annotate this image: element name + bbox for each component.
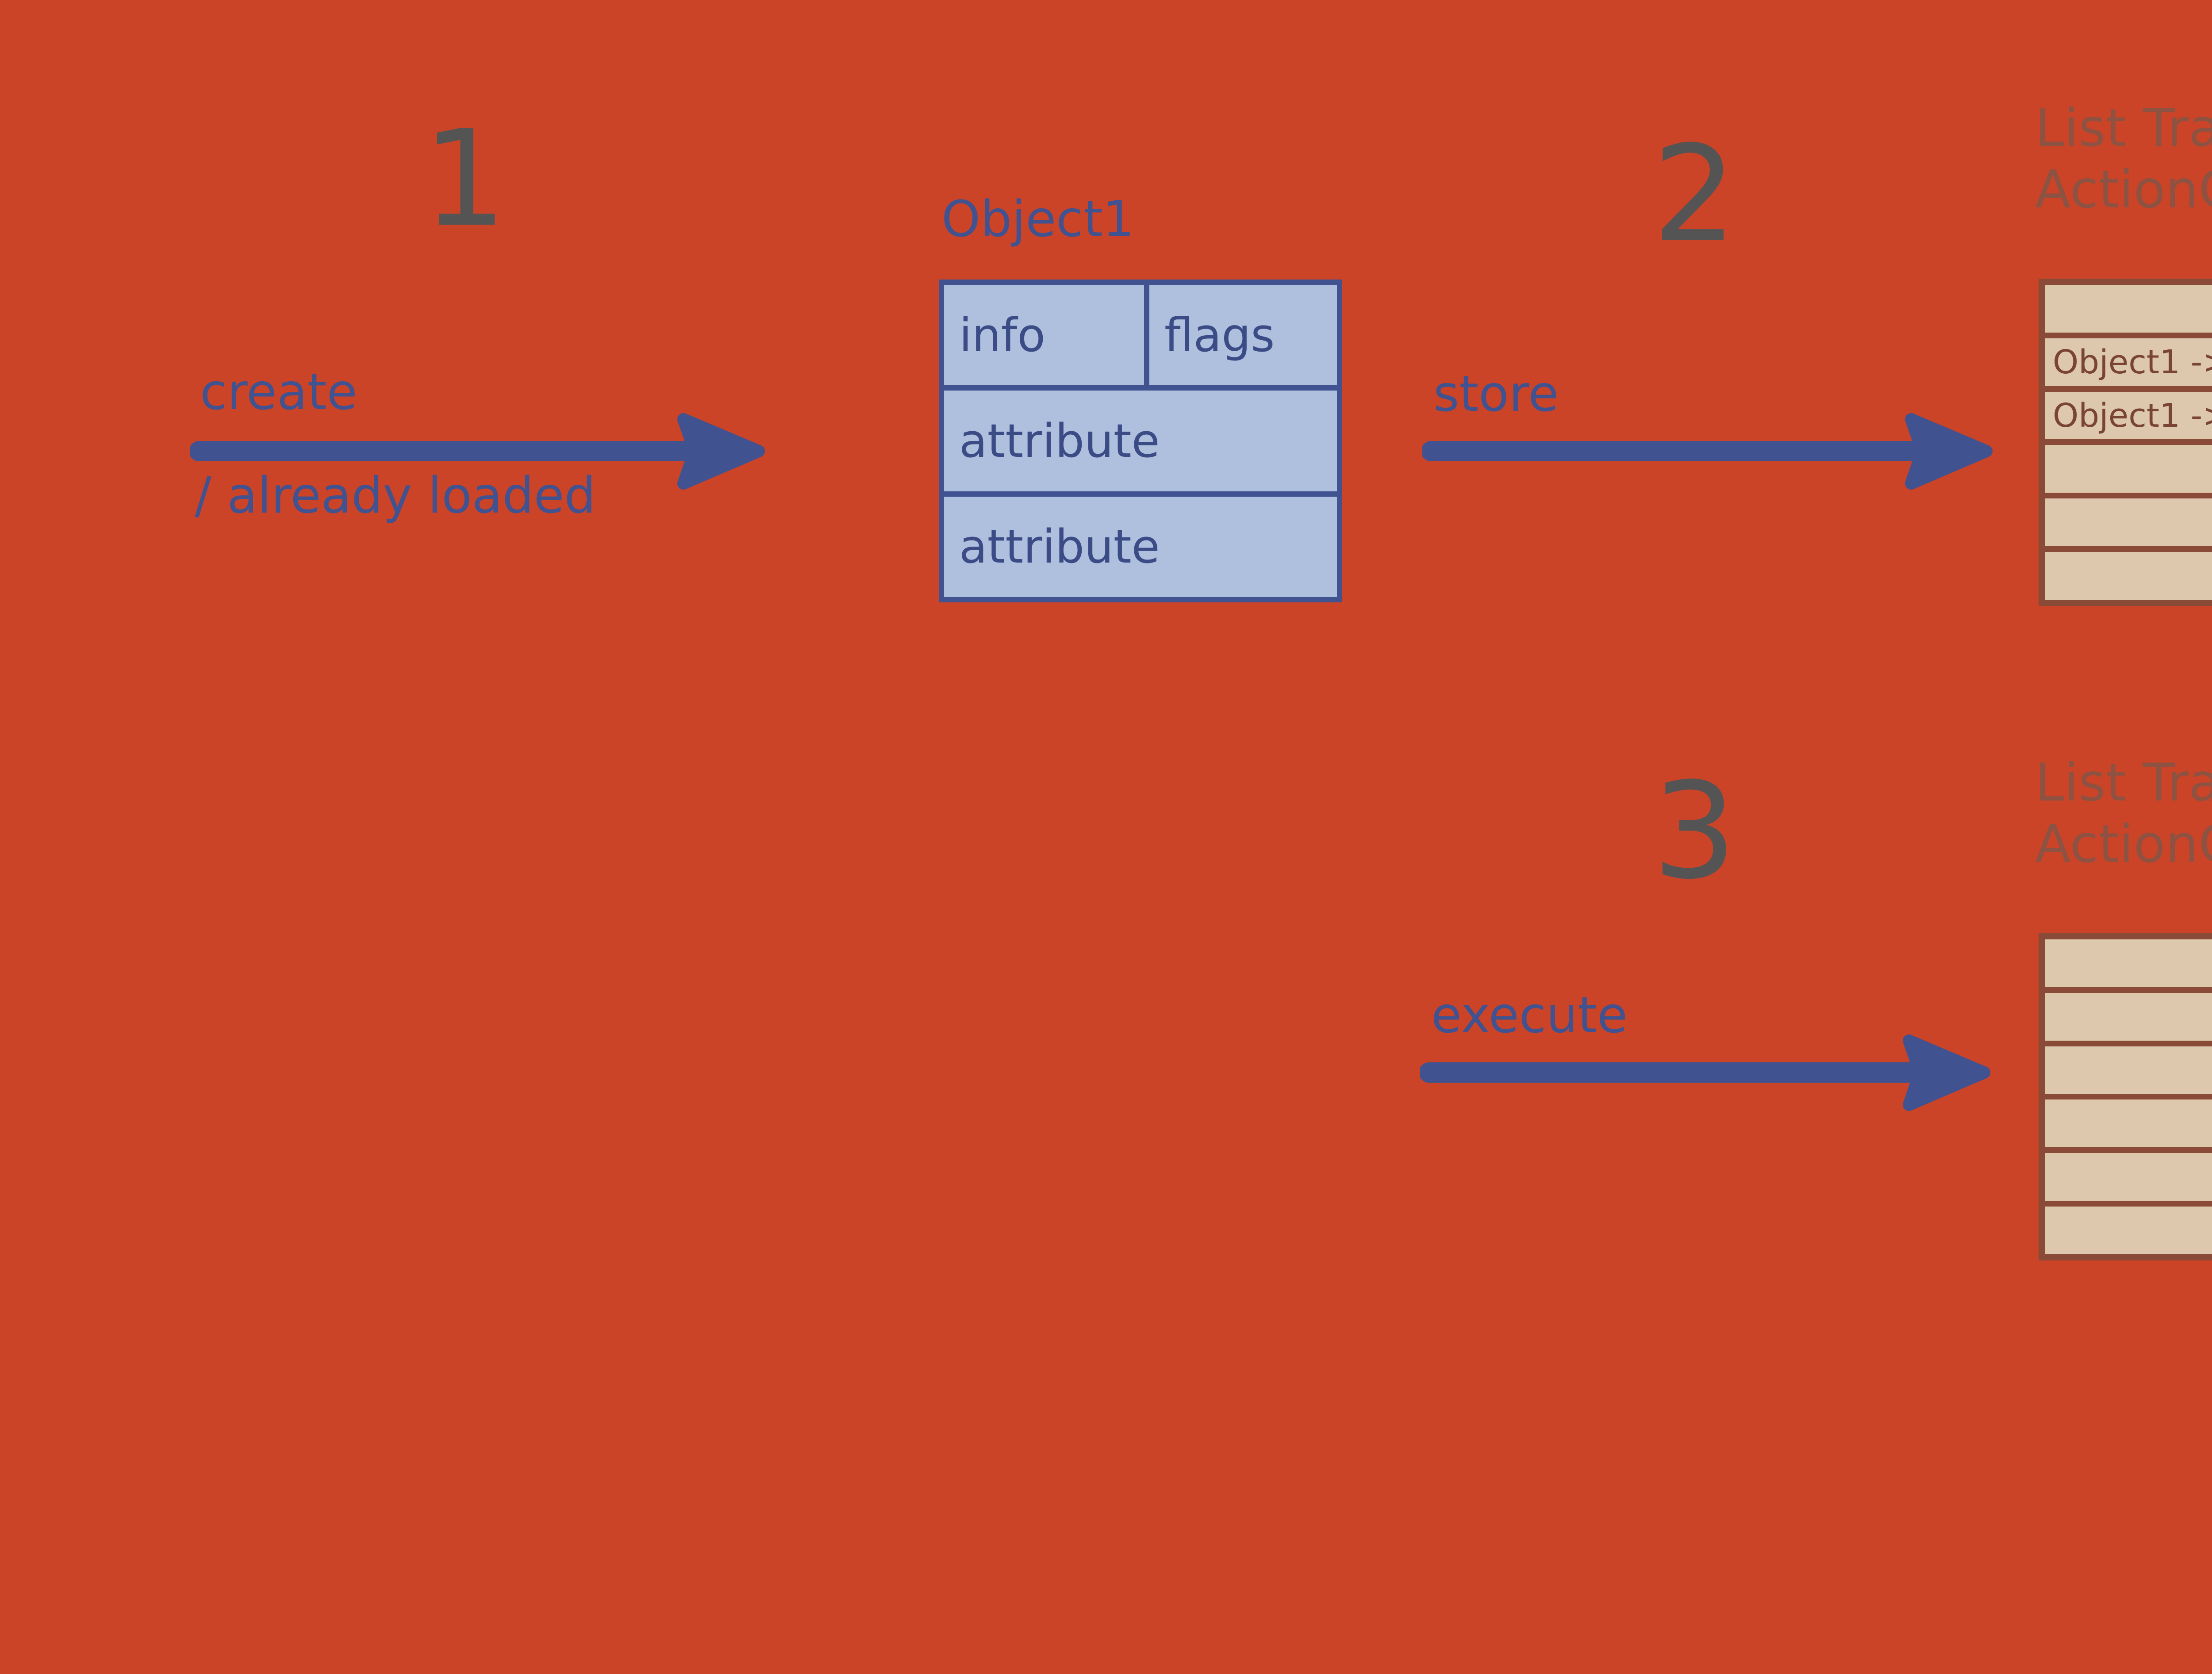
object-cell-info: info bbox=[944, 285, 1144, 386]
table-row: Object1 -> store bbox=[2045, 391, 2212, 440]
object-box-row: attribute bbox=[944, 391, 1337, 491]
list-bottom-box bbox=[2039, 933, 2212, 1260]
table-row bbox=[2045, 992, 2212, 1041]
step-number-1: 1 bbox=[422, 102, 507, 256]
store-arrow-label: store bbox=[1433, 365, 1559, 423]
object-box: info flags attribute attribute bbox=[939, 280, 1342, 602]
step-number-2: 2 bbox=[1652, 117, 1737, 272]
table-row bbox=[2045, 939, 2212, 987]
list-bottom-title: List Transaction/ ActionGroup bbox=[2035, 752, 2212, 875]
object-box-title: Object1 bbox=[941, 191, 1135, 248]
execute-arrow-label: execute bbox=[1431, 987, 1628, 1044]
table-row bbox=[2045, 1153, 2212, 1201]
table-row: Object1 -> create bbox=[2045, 338, 2212, 386]
object-cell-attribute: attribute bbox=[944, 391, 1337, 491]
arrow-right-icon-execute bbox=[1420, 1034, 1990, 1111]
object-box-row: info flags bbox=[944, 285, 1337, 386]
list-top-title: List Transaction/ ActionGroup bbox=[2035, 97, 2212, 220]
table-row bbox=[2045, 552, 2212, 600]
list-top-box: Object1 -> create Object1 -> store bbox=[2039, 279, 2212, 606]
create-arrow-label-top: create bbox=[200, 364, 357, 421]
object-box-row: attribute bbox=[944, 496, 1337, 597]
create-arrow-label-bottom: / already loaded bbox=[195, 467, 596, 525]
arrow-right-icon-store bbox=[1422, 413, 1993, 490]
object-cell-flags: flags bbox=[1149, 285, 1337, 386]
object-cell-attribute: attribute bbox=[944, 496, 1337, 597]
table-row bbox=[2045, 1046, 2212, 1094]
table-row bbox=[2045, 498, 2212, 547]
table-row bbox=[2045, 1207, 2212, 1254]
table-row bbox=[2045, 1099, 2212, 1148]
table-row bbox=[2045, 285, 2212, 333]
table-row bbox=[2045, 445, 2212, 493]
arrow-right-icon-create bbox=[190, 413, 765, 490]
step-number-3: 3 bbox=[1652, 754, 1737, 908]
